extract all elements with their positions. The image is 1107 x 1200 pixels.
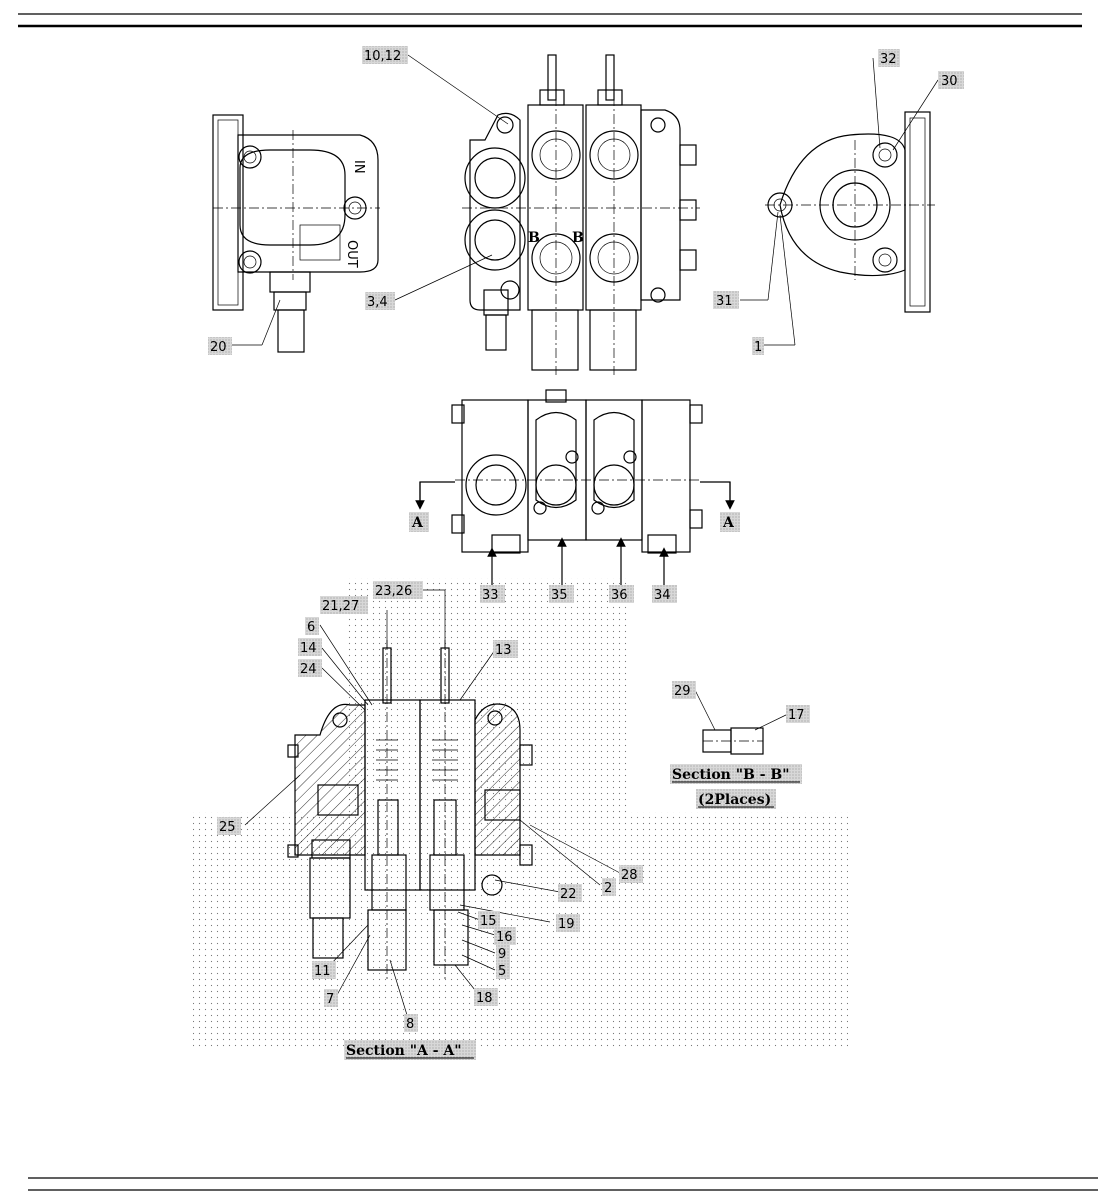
- callout-19: 19: [558, 917, 575, 932]
- callout-29: 29: [674, 684, 691, 699]
- callout-7: 7: [326, 992, 334, 1007]
- callout-3-4: 3,4: [367, 295, 388, 310]
- callout-20: 20: [210, 340, 227, 355]
- callout-36: 36: [611, 588, 628, 603]
- callout-15: 15: [480, 914, 497, 929]
- callout-18: 18: [476, 991, 493, 1006]
- callout-31: 31: [716, 294, 733, 309]
- section-marker-a-left: A: [411, 515, 424, 531]
- callout-17: 17: [788, 708, 805, 723]
- callout-16: 16: [496, 930, 513, 945]
- section-marker-b-right: B: [572, 230, 584, 246]
- left-end-view: IN OUT: [212, 114, 380, 353]
- section-captions: Section "A - A" Section "B - B" (2Places…: [344, 764, 802, 1060]
- port-out-label: OUT: [344, 240, 359, 268]
- callout-2: 2: [604, 881, 612, 896]
- section-a-caption: Section "A - A": [346, 1043, 462, 1059]
- callout-35: 35: [551, 588, 568, 603]
- callout-30: 30: [941, 74, 958, 89]
- callout-28: 28: [621, 868, 638, 883]
- callout-21-27: 21,27: [322, 599, 359, 614]
- section-marker-a-right: A: [722, 515, 735, 531]
- section-marker-b-left: B: [528, 230, 540, 246]
- leader-lines: [230, 54, 939, 1016]
- callout-23-26: 23,26: [375, 584, 412, 599]
- right-end-view: [765, 111, 935, 313]
- callout-5: 5: [498, 964, 506, 979]
- callout-25: 25: [219, 820, 236, 835]
- callout-14: 14: [300, 641, 317, 656]
- section-b-caption: Section "B - B": [672, 767, 790, 783]
- callout-6: 6: [307, 620, 315, 635]
- callout-9: 9: [498, 947, 506, 962]
- top-view: [415, 389, 735, 554]
- callout-10-12: 10,12: [364, 49, 401, 64]
- section-b-b-view: [702, 727, 764, 755]
- callout-33: 33: [482, 588, 499, 603]
- page-frame: [18, 13, 1098, 1191]
- front-view: B B: [462, 54, 700, 375]
- callout-13: 13: [495, 643, 512, 658]
- callout-22: 22: [560, 887, 577, 902]
- section-a-a-view: [287, 640, 533, 980]
- dotted-backgrounds: [193, 578, 848, 1048]
- callout-labels: 10,12 32 30 3,4 20 31 1 A A 33 35 36 34 …: [208, 46, 964, 1032]
- callout-1: 1: [754, 340, 762, 355]
- callout-11: 11: [314, 964, 331, 979]
- callout-34: 34: [654, 588, 671, 603]
- callout-32: 32: [880, 52, 897, 67]
- section-b-places: (2Places): [698, 792, 771, 808]
- callout-24: 24: [300, 662, 317, 677]
- port-in-label: IN: [351, 160, 366, 174]
- callout-8: 8: [406, 1017, 414, 1032]
